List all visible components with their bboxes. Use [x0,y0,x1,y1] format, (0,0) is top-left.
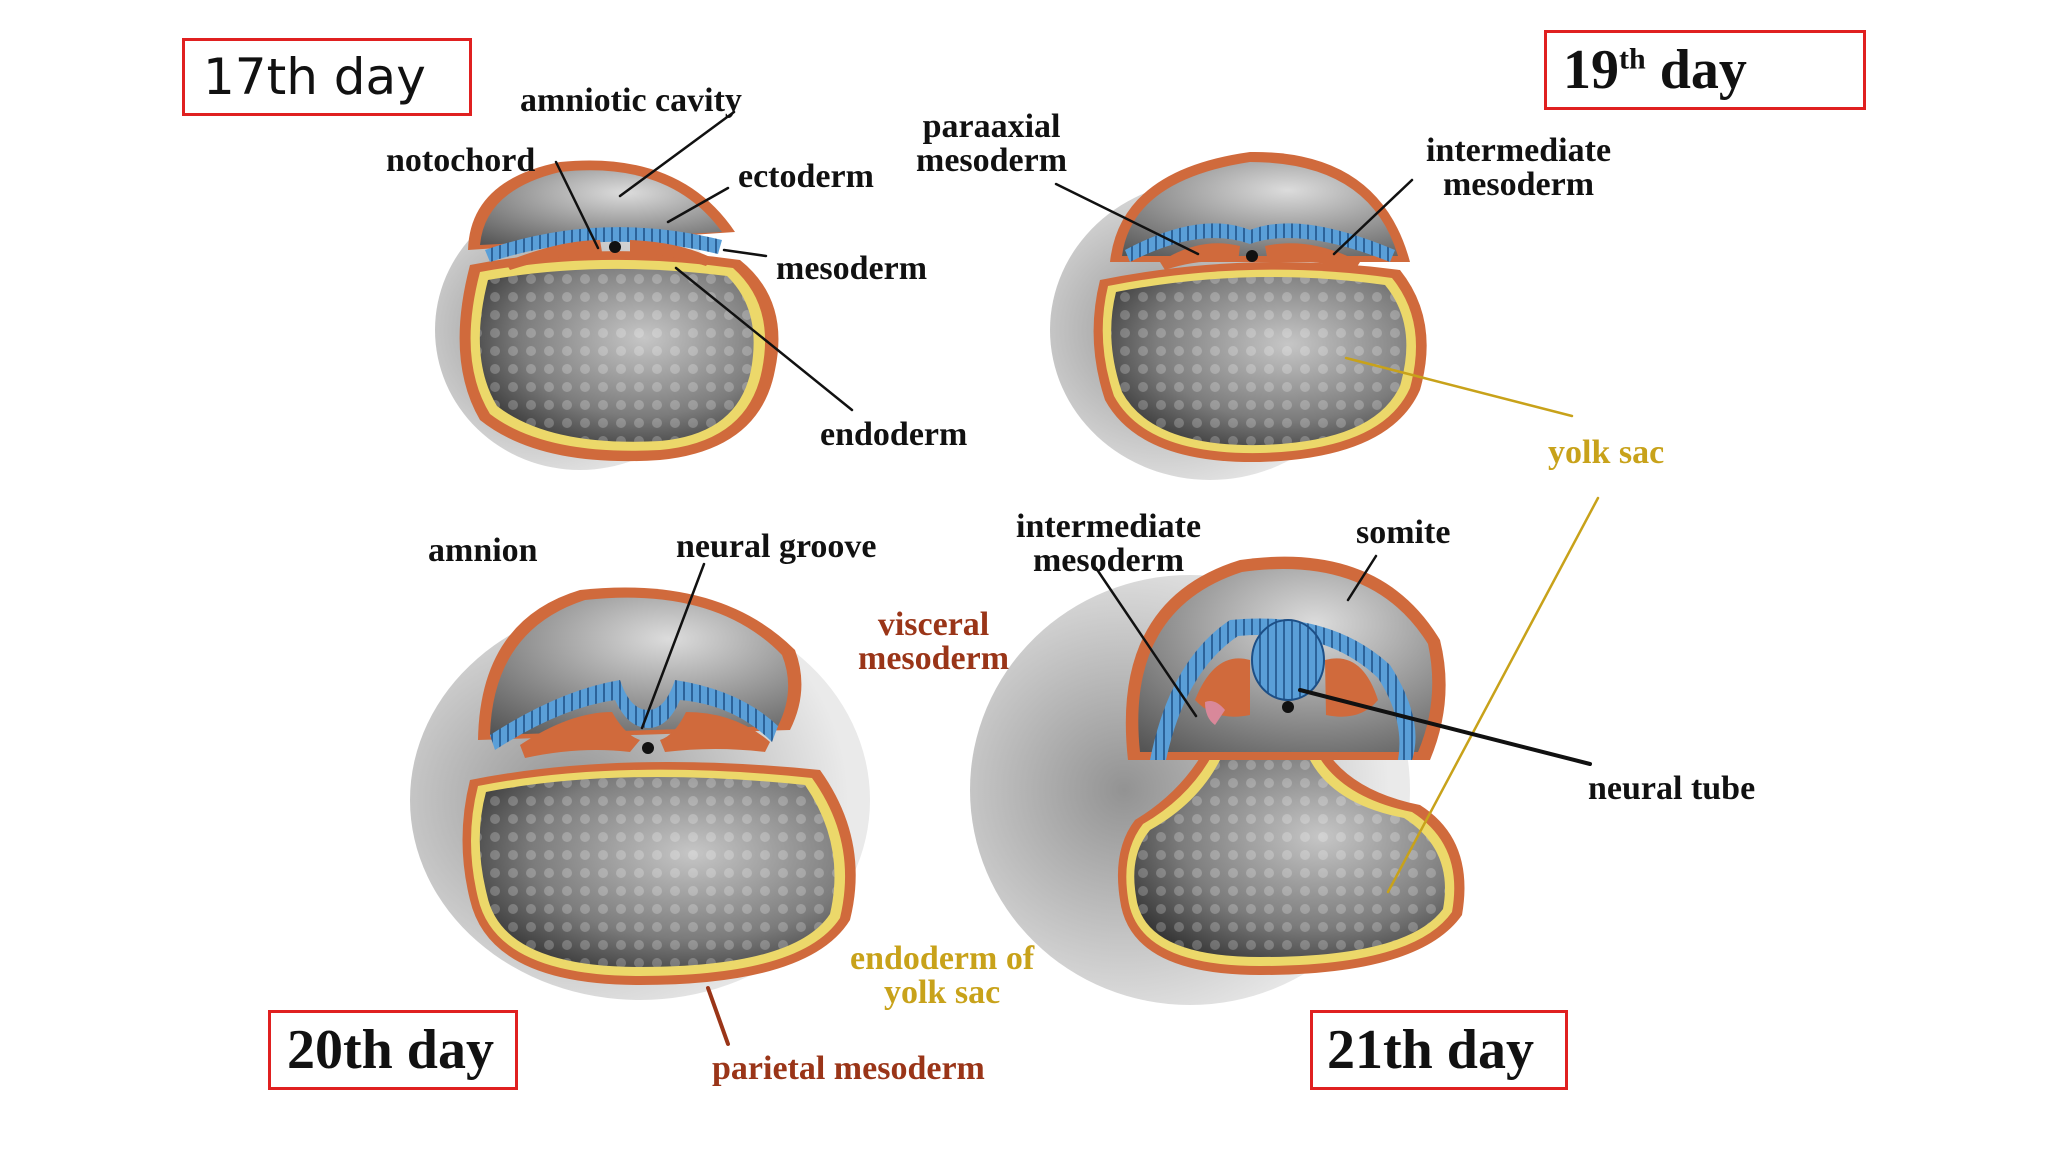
embryo-day19 [1050,151,1427,480]
day-17-label: 17th day [203,48,426,106]
embryo-day17 [435,160,779,470]
embryo-day21 [970,556,1465,1005]
label-neural-groove: neural groove [676,528,877,565]
label-intermediate-mesoderm-19: intermediate mesoderm [1426,132,1612,203]
day-box-17: 17th day [182,38,472,116]
ectoderm-21 [1150,618,1416,760]
day-box-21: 21th day [1310,1010,1568,1090]
day-21-label: 21th day [1327,1019,1534,1081]
somites-21 [1195,658,1378,717]
mesoderm-17 [505,240,712,270]
day-20-label: 20th day [287,1019,494,1081]
paraxial-mesoderm-19 [1160,243,1360,270]
day-19-label: 19th day [1563,39,1747,101]
day-box-20: 20th day [268,1010,518,1090]
label-neural-tube: neural tube [1588,770,1756,807]
label-paraaxial-mesoderm: paraaxial mesoderm [916,108,1068,179]
ectoderm-20 [490,680,778,750]
label-intermediate-mesoderm-21: intermediate mesoderm [1016,508,1202,579]
label-parietal-mesoderm: parietal mesoderm [712,1050,985,1087]
label-yolk-sac: yolk sac [1548,434,1665,471]
ectoderm-17 [485,227,722,262]
label-somite: somite [1356,514,1451,551]
label-notochord: notochord [386,142,536,179]
leader-lines [554,110,1600,1046]
amniotic-cavity-17 [480,170,722,245]
notochord-17 [609,241,621,253]
mesoderm-20 [520,712,770,758]
label-mesoderm: mesoderm [776,250,928,287]
label-endoderm: endoderm [820,416,968,453]
day-box-19: 19th day [1544,30,1866,110]
ectoderm-19 [1125,223,1395,262]
embryo-day20 [410,587,870,1000]
label-endoderm-of-yolk-sac: endoderm of yolk sac [850,940,1035,1011]
label-amnion: amnion [428,532,538,569]
neural-tube-21 [1251,619,1325,701]
label-amniotic-cavity: amniotic cavity [520,82,742,119]
label-ectoderm: ectoderm [738,158,874,195]
label-visceral-mesoderm: visceral mesoderm [858,606,1010,677]
intermediate-mesoderm-21 [1205,701,1225,725]
